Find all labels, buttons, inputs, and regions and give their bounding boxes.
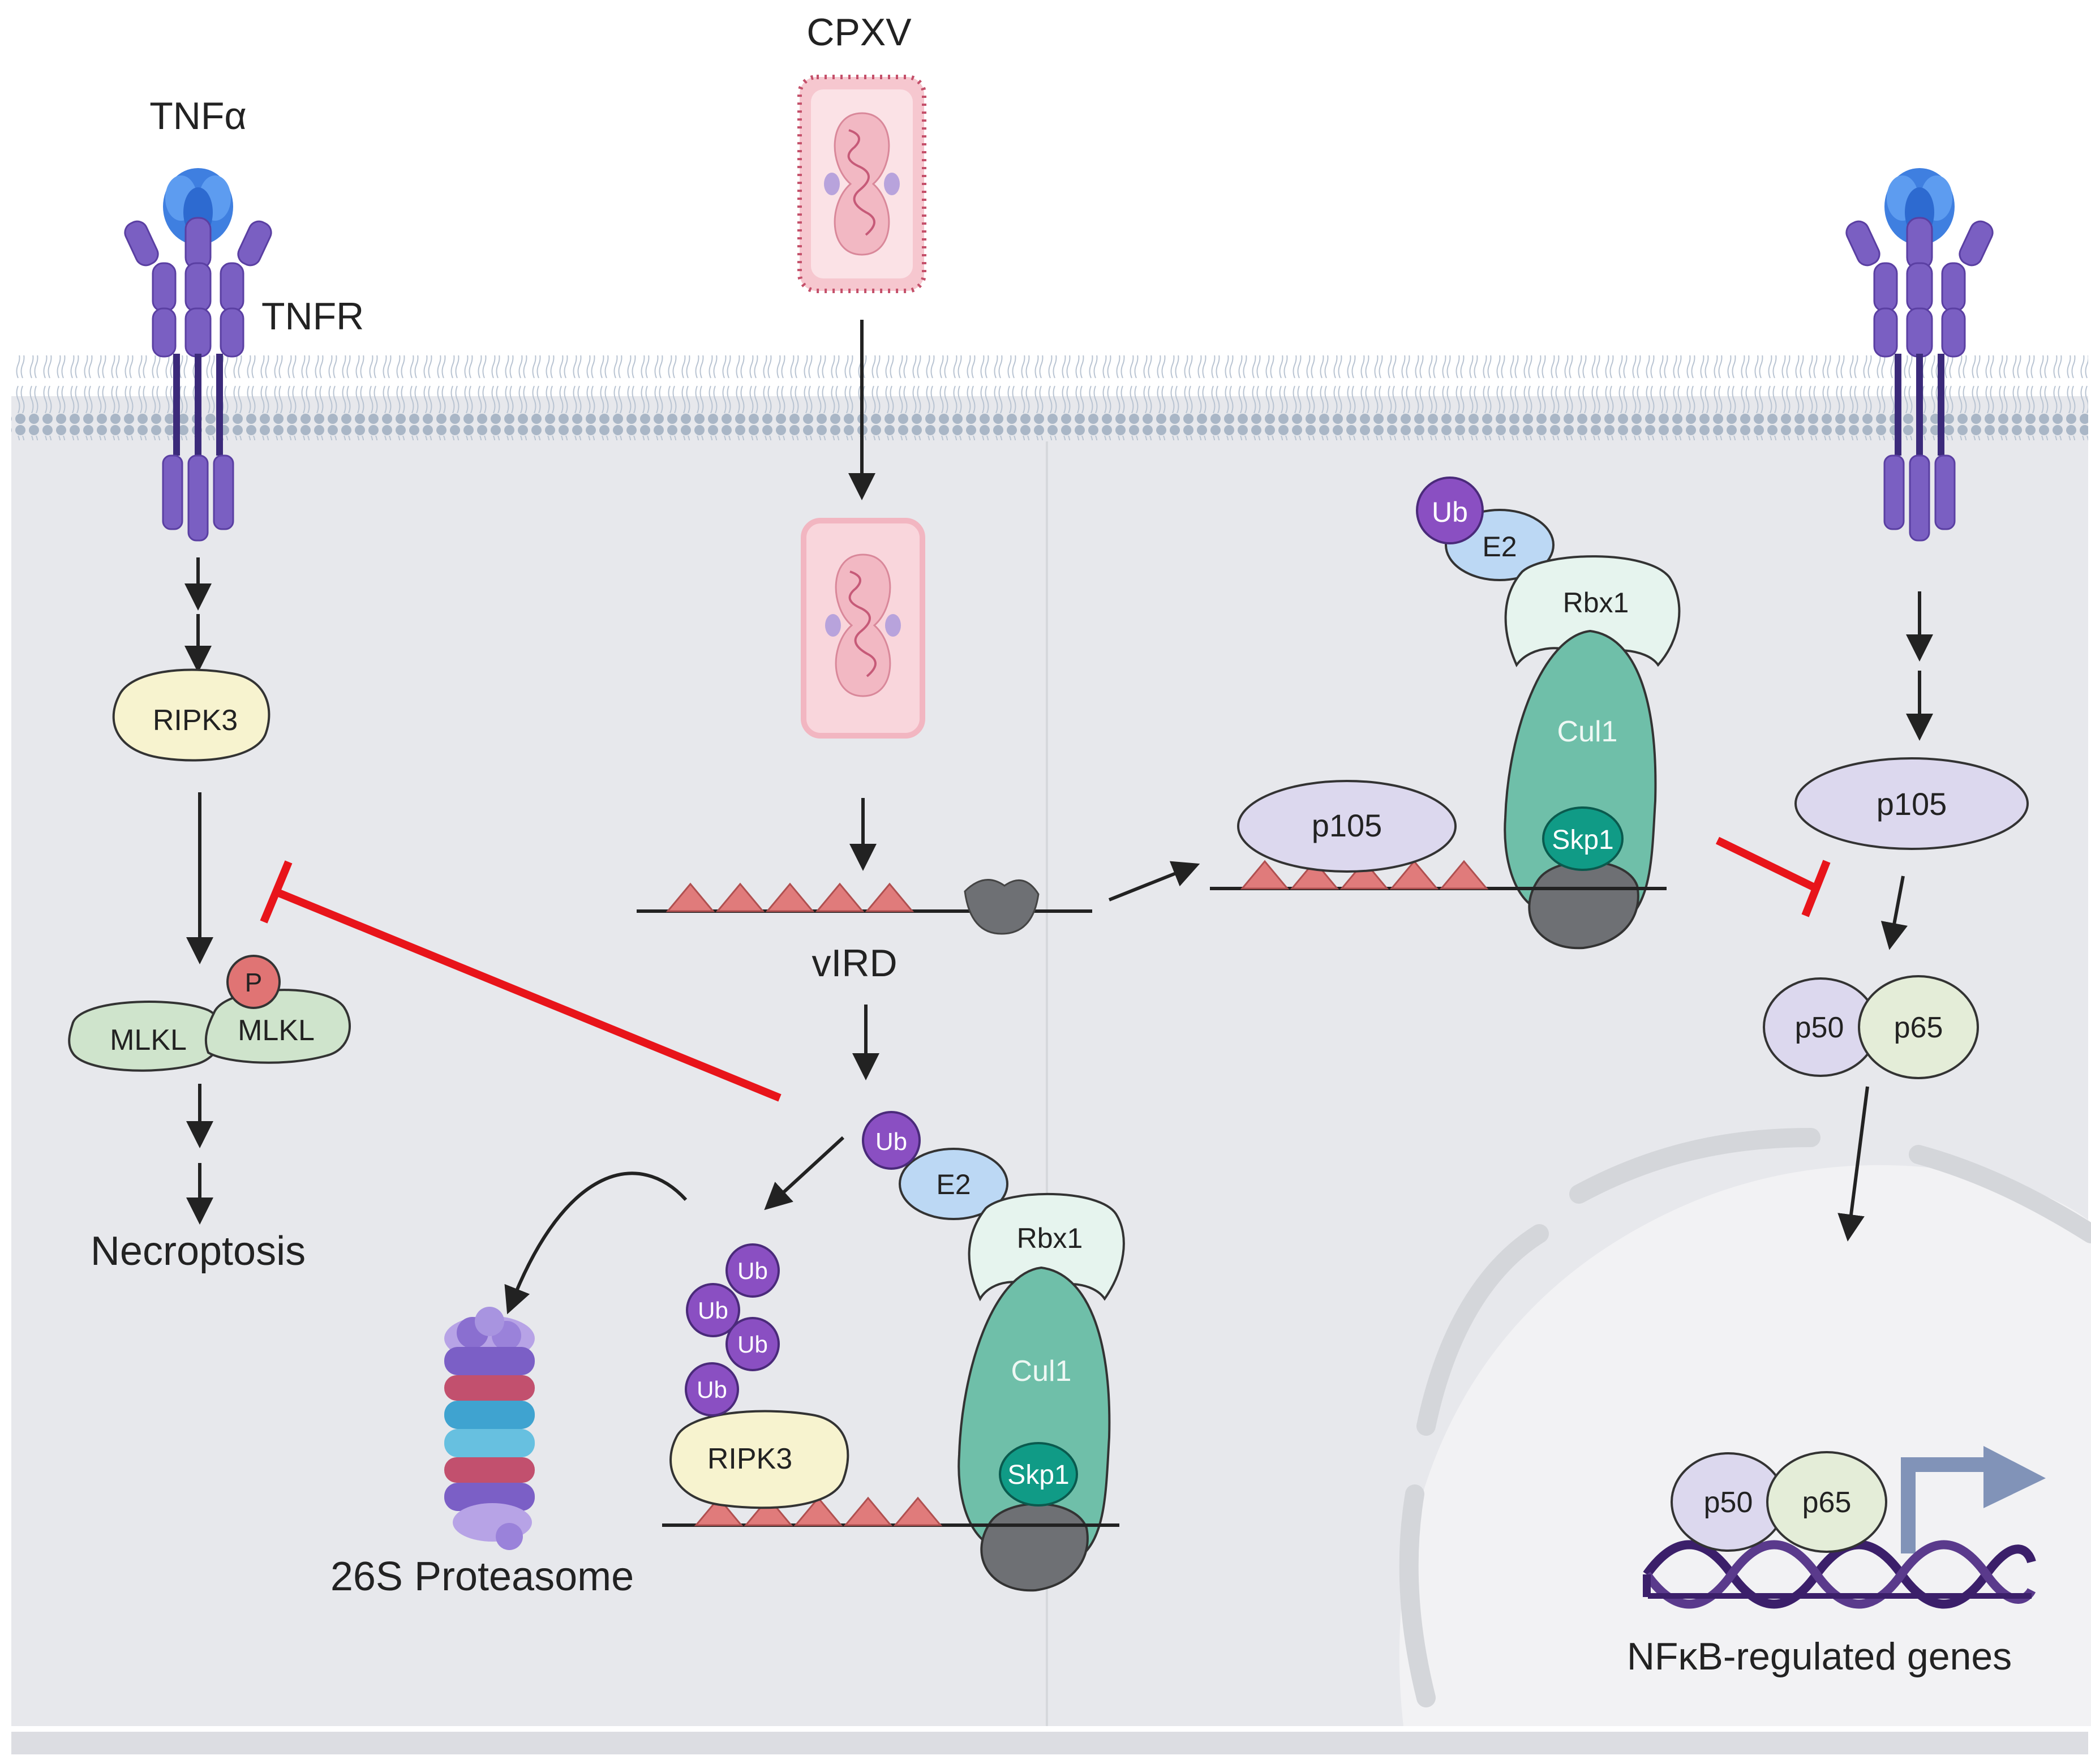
proteasome-label: 26S Proteasome xyxy=(330,1554,634,1599)
necroptosis-label: Necroptosis xyxy=(91,1229,306,1274)
rbx1-label: Rbx1 xyxy=(1563,587,1629,619)
tnfr-label: TNFR xyxy=(261,295,364,338)
nuclear-envelope-segment xyxy=(1416,1224,1549,1436)
nucleus xyxy=(1399,1165,2091,1726)
ubiquitination-arrow xyxy=(764,1136,845,1211)
nuclear-envelope-segment xyxy=(1569,1128,1820,1204)
ub-label: Ub xyxy=(698,1297,728,1324)
proteasome-icon xyxy=(444,1307,535,1550)
ubiquitinated-ripk3: RIPK3 Ub Ub Ub Ub xyxy=(669,1243,849,1509)
processing-arrow xyxy=(1880,875,1908,950)
plasma-membrane xyxy=(11,355,2088,440)
ubiquitin-ligase-complex-top: E2 Ub Rbx1 Cul1 Skp1 xyxy=(1416,477,1681,950)
p105-label: p105 xyxy=(1877,786,1947,822)
vird-label: vIRD xyxy=(812,942,897,985)
poxvirus-virion-icon xyxy=(797,75,926,293)
vird-protein xyxy=(637,879,1092,935)
extracellular-space xyxy=(0,0,2091,374)
vird-substrate-bottom xyxy=(662,1497,1119,1527)
cpxv-label: CPXV xyxy=(806,11,912,54)
cul1-label: Cul1 xyxy=(1011,1355,1072,1388)
bottom-band xyxy=(11,1732,2088,1754)
p65-label: p65 xyxy=(1894,1011,1943,1044)
binding-arrow xyxy=(1108,861,1200,902)
e2-label: E2 xyxy=(936,1169,971,1200)
ub-label: Ub xyxy=(737,1331,768,1358)
ripk3-label: RIPK3 xyxy=(707,1443,792,1475)
nuclear-envelope-segment xyxy=(1399,1484,1436,1707)
p65-label: p65 xyxy=(1802,1486,1852,1519)
ripk3-label: RIPK3 xyxy=(153,704,238,737)
p105-free: p105 xyxy=(1794,757,2029,850)
nfkb-dimer-cytoplasm: p50 p65 xyxy=(1763,975,1979,1079)
inhibition-bar xyxy=(1801,860,1831,917)
p105-label: p105 xyxy=(1312,808,1382,843)
inhibition-bar xyxy=(260,860,293,924)
nuclear-envelope-segment xyxy=(1909,1145,2091,1243)
inhibition-line xyxy=(274,888,782,1102)
ripk3-protein: RIPK3 xyxy=(112,668,271,762)
poxvirus-core-icon xyxy=(801,518,925,739)
translocation-arrow xyxy=(1837,1086,1869,1242)
ub-label: Ub xyxy=(875,1128,907,1156)
degradation-arrow xyxy=(504,1171,688,1315)
p105-bound: p105 xyxy=(1237,780,1457,873)
mlkl-label: MLKL xyxy=(110,1024,187,1057)
ubiquitin-ligase-complex-bottom: E2 Ub Rbx1 Cul1 Skp1 xyxy=(862,1111,1125,1592)
nfkb-dimer-nucleus: p50 p65 xyxy=(1671,1451,1887,1553)
rbx1-label: Rbx1 xyxy=(1017,1222,1083,1254)
ub-label: Ub xyxy=(1432,496,1468,528)
vird-substrate-top xyxy=(1210,860,1667,890)
phospho-label: P xyxy=(245,968,263,997)
mlkl-label: MLKL xyxy=(238,1014,315,1047)
cul1-label: Cul1 xyxy=(1557,715,1618,748)
inhibition-line xyxy=(1715,836,1819,892)
e2-label: E2 xyxy=(1482,531,1517,563)
skp1-label: Skp1 xyxy=(1007,1460,1069,1490)
p50-label: p50 xyxy=(1795,1011,1844,1044)
mlkl-dimer: MLKL MLKL P xyxy=(68,955,351,1072)
ub-label: Ub xyxy=(697,1376,727,1403)
transcription-arrow-icon xyxy=(1901,1446,2046,1553)
p50-label: p50 xyxy=(1704,1486,1753,1519)
skp1-label: Skp1 xyxy=(1552,825,1613,855)
ub-label: Ub xyxy=(737,1257,768,1284)
tnfa-label: TNFα xyxy=(149,95,247,138)
nfkb-genes-label: NFκB-regulated genes xyxy=(1627,1635,2012,1678)
